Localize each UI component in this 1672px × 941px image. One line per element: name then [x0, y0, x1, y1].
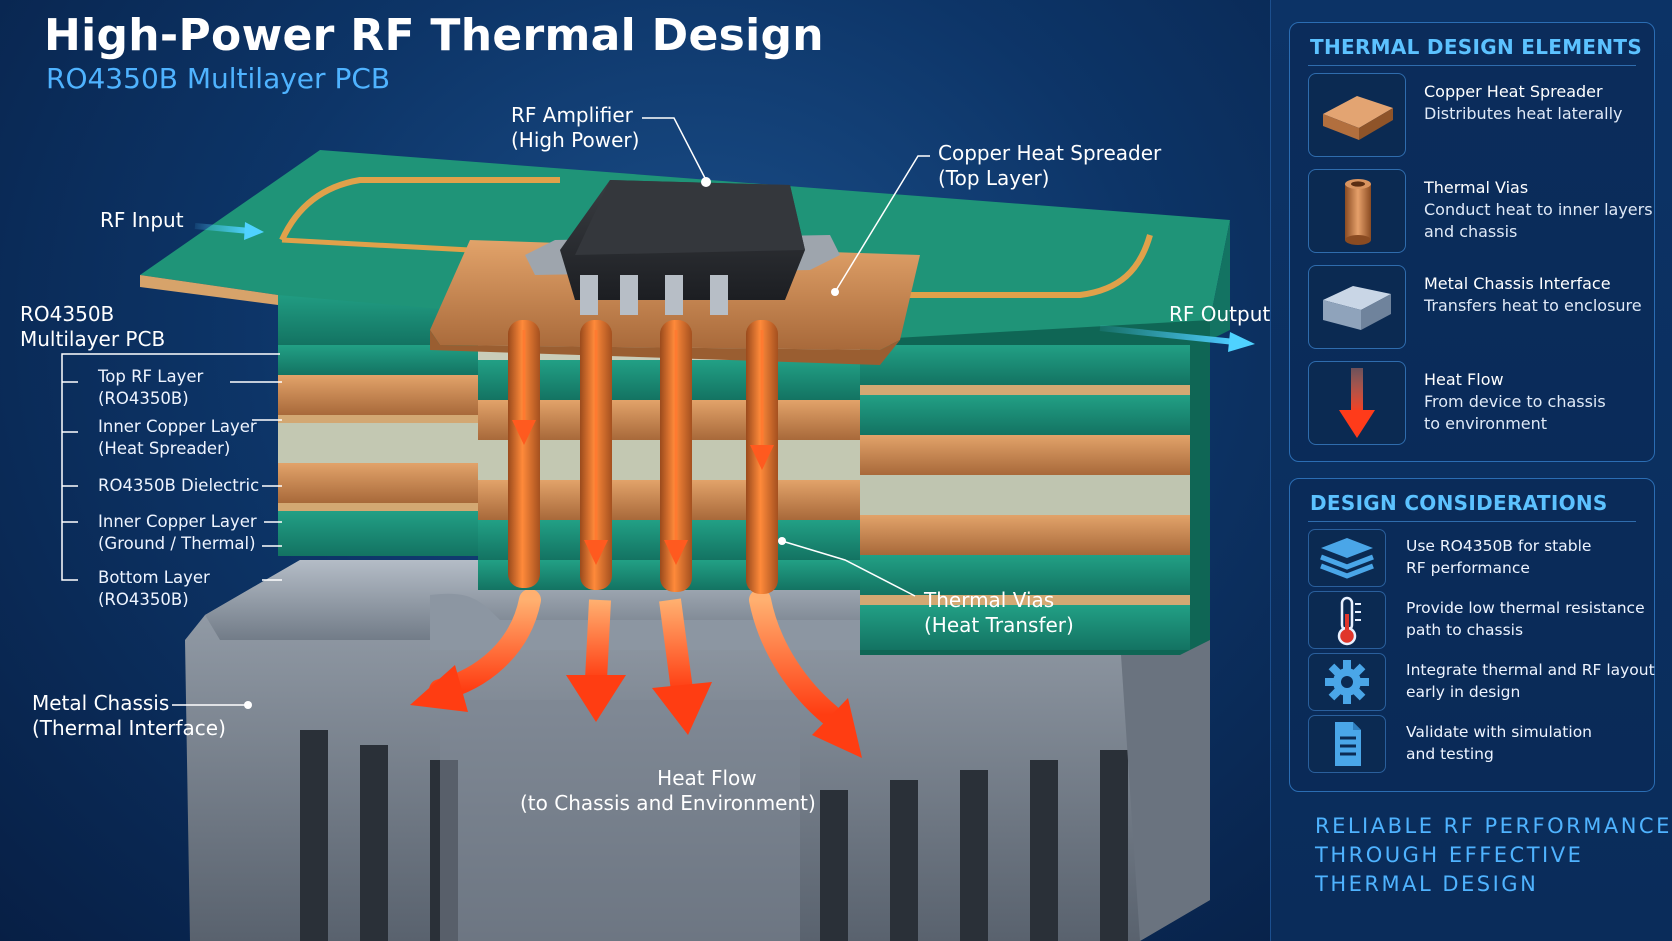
element-desc: and chassis [1424, 222, 1518, 241]
down-arrow-icon [1308, 361, 1406, 445]
document-icon [1308, 715, 1386, 773]
pcb-stack-left [278, 290, 478, 556]
rf-amplifier-label: RF Amplifier (High Power) [511, 103, 640, 152]
consideration-text: Provide low thermal resistance [1406, 599, 1645, 617]
stack-layer-dielectric: RO4350B Dielectric [98, 476, 260, 495]
elements-rule [1308, 65, 1636, 66]
element-item-copper: Copper Heat Spreader Distributes heat la… [1308, 73, 1638, 159]
considerations-box: DESIGN CONSIDERATIONS Use RO4350B for st… [1289, 478, 1655, 792]
info-panel: THERMAL DESIGN ELEMENTS Copper Heat Spre… [1270, 0, 1672, 941]
heat-flow-arrows [410, 589, 862, 758]
layers-icon [1308, 529, 1386, 587]
consideration-text: early in design [1406, 683, 1521, 701]
element-item-chassis: Metal Chassis Interface Transfers heat t… [1308, 265, 1642, 351]
stack-layer-inner1: Inner Copper Layer (Heat Spreader) [98, 417, 257, 458]
metal-block-icon [1308, 265, 1406, 349]
page-subtitle: RO4350B Multilayer PCB [46, 62, 391, 95]
pcb-stack-right [860, 230, 1210, 655]
stack-layer-top: Top RF Layer (RO4350B) [98, 367, 204, 408]
metal-chassis [185, 560, 1210, 941]
thermometer-icon [1308, 591, 1386, 649]
stack-layer-bottom: Bottom Layer (RO4350B) [98, 568, 210, 609]
heat-flow-label: Heat Flow (to Chassis and Environment) [520, 766, 816, 815]
copper-plate-icon [1308, 73, 1406, 157]
consideration-text: Validate with simulation [1406, 723, 1592, 741]
element-desc: Conduct heat to inner layers [1424, 200, 1653, 219]
stack-layer-inner2: Inner Copper Layer (Ground / Thermal) [98, 512, 257, 553]
consideration-text: and testing [1406, 745, 1494, 763]
metal-chassis-label: Metal Chassis (Thermal Interface) [32, 691, 226, 740]
elements-box: THERMAL DESIGN ELEMENTS Copper Heat Spre… [1289, 22, 1655, 462]
element-title: Copper Heat Spreader [1424, 82, 1603, 101]
page-title: High-Power RF Thermal Design [44, 10, 824, 61]
element-title: Metal Chassis Interface [1424, 274, 1611, 293]
consideration-item-validation: Validate with simulation and testing [1308, 715, 1648, 773]
elements-title: THERMAL DESIGN ELEMENTS [1310, 35, 1643, 59]
tagline: RELIABLE RF PERFORMANCE THROUGH EFFECTIV… [1315, 814, 1672, 896]
rf-arrows [194, 222, 1255, 352]
element-item-vias: Thermal Vias Conduct heat to inner layer… [1308, 169, 1653, 255]
element-item-heat-flow: Heat Flow From device to chassis to envi… [1308, 361, 1638, 447]
element-title: Heat Flow [1424, 370, 1504, 389]
consideration-item-layout: Integrate thermal and RF layout early in… [1308, 653, 1655, 711]
element-desc: Transfers heat to enclosure [1424, 296, 1642, 315]
consideration-text: Integrate thermal and RF layout [1406, 661, 1655, 679]
thermal-vias [508, 320, 778, 594]
considerations-title: DESIGN CONSIDERATIONS [1310, 491, 1608, 515]
pcb-label: RO4350B Multilayer PCB [20, 302, 166, 351]
element-desc: Distributes heat laterally [1424, 104, 1623, 123]
rf-input-label: RF Input [100, 208, 184, 232]
rf-amplifier-chip [525, 177, 840, 315]
rf-output-label: RF Output [1169, 302, 1270, 326]
consideration-item-material: Use RO4350B for stable RF performance [1308, 529, 1648, 587]
copper-spreader-label: Copper Heat Spreader (Top Layer) [938, 141, 1162, 190]
leader-lines [61, 117, 930, 706]
consideration-text: path to chassis [1406, 621, 1524, 639]
consideration-text: RF performance [1406, 559, 1530, 577]
element-title: Thermal Vias [1424, 178, 1529, 197]
thermal-vias-label: Thermal Vias (Heat Transfer) [924, 588, 1074, 637]
diagram-stage: High-Power RF Thermal Design RO4350B Mul… [0, 0, 1270, 941]
consideration-text: Use RO4350B for stable [1406, 537, 1592, 555]
leader-dots [244, 288, 839, 709]
gear-icon [1308, 653, 1386, 711]
element-desc: to environment [1424, 414, 1548, 433]
via-cylinder-icon [1308, 169, 1406, 253]
considerations-rule [1308, 521, 1636, 522]
consideration-item-thermal: Provide low thermal resistance path to c… [1308, 591, 1648, 649]
element-desc: From device to chassis [1424, 392, 1606, 411]
pcb-thermal-illustration [61, 117, 1255, 941]
